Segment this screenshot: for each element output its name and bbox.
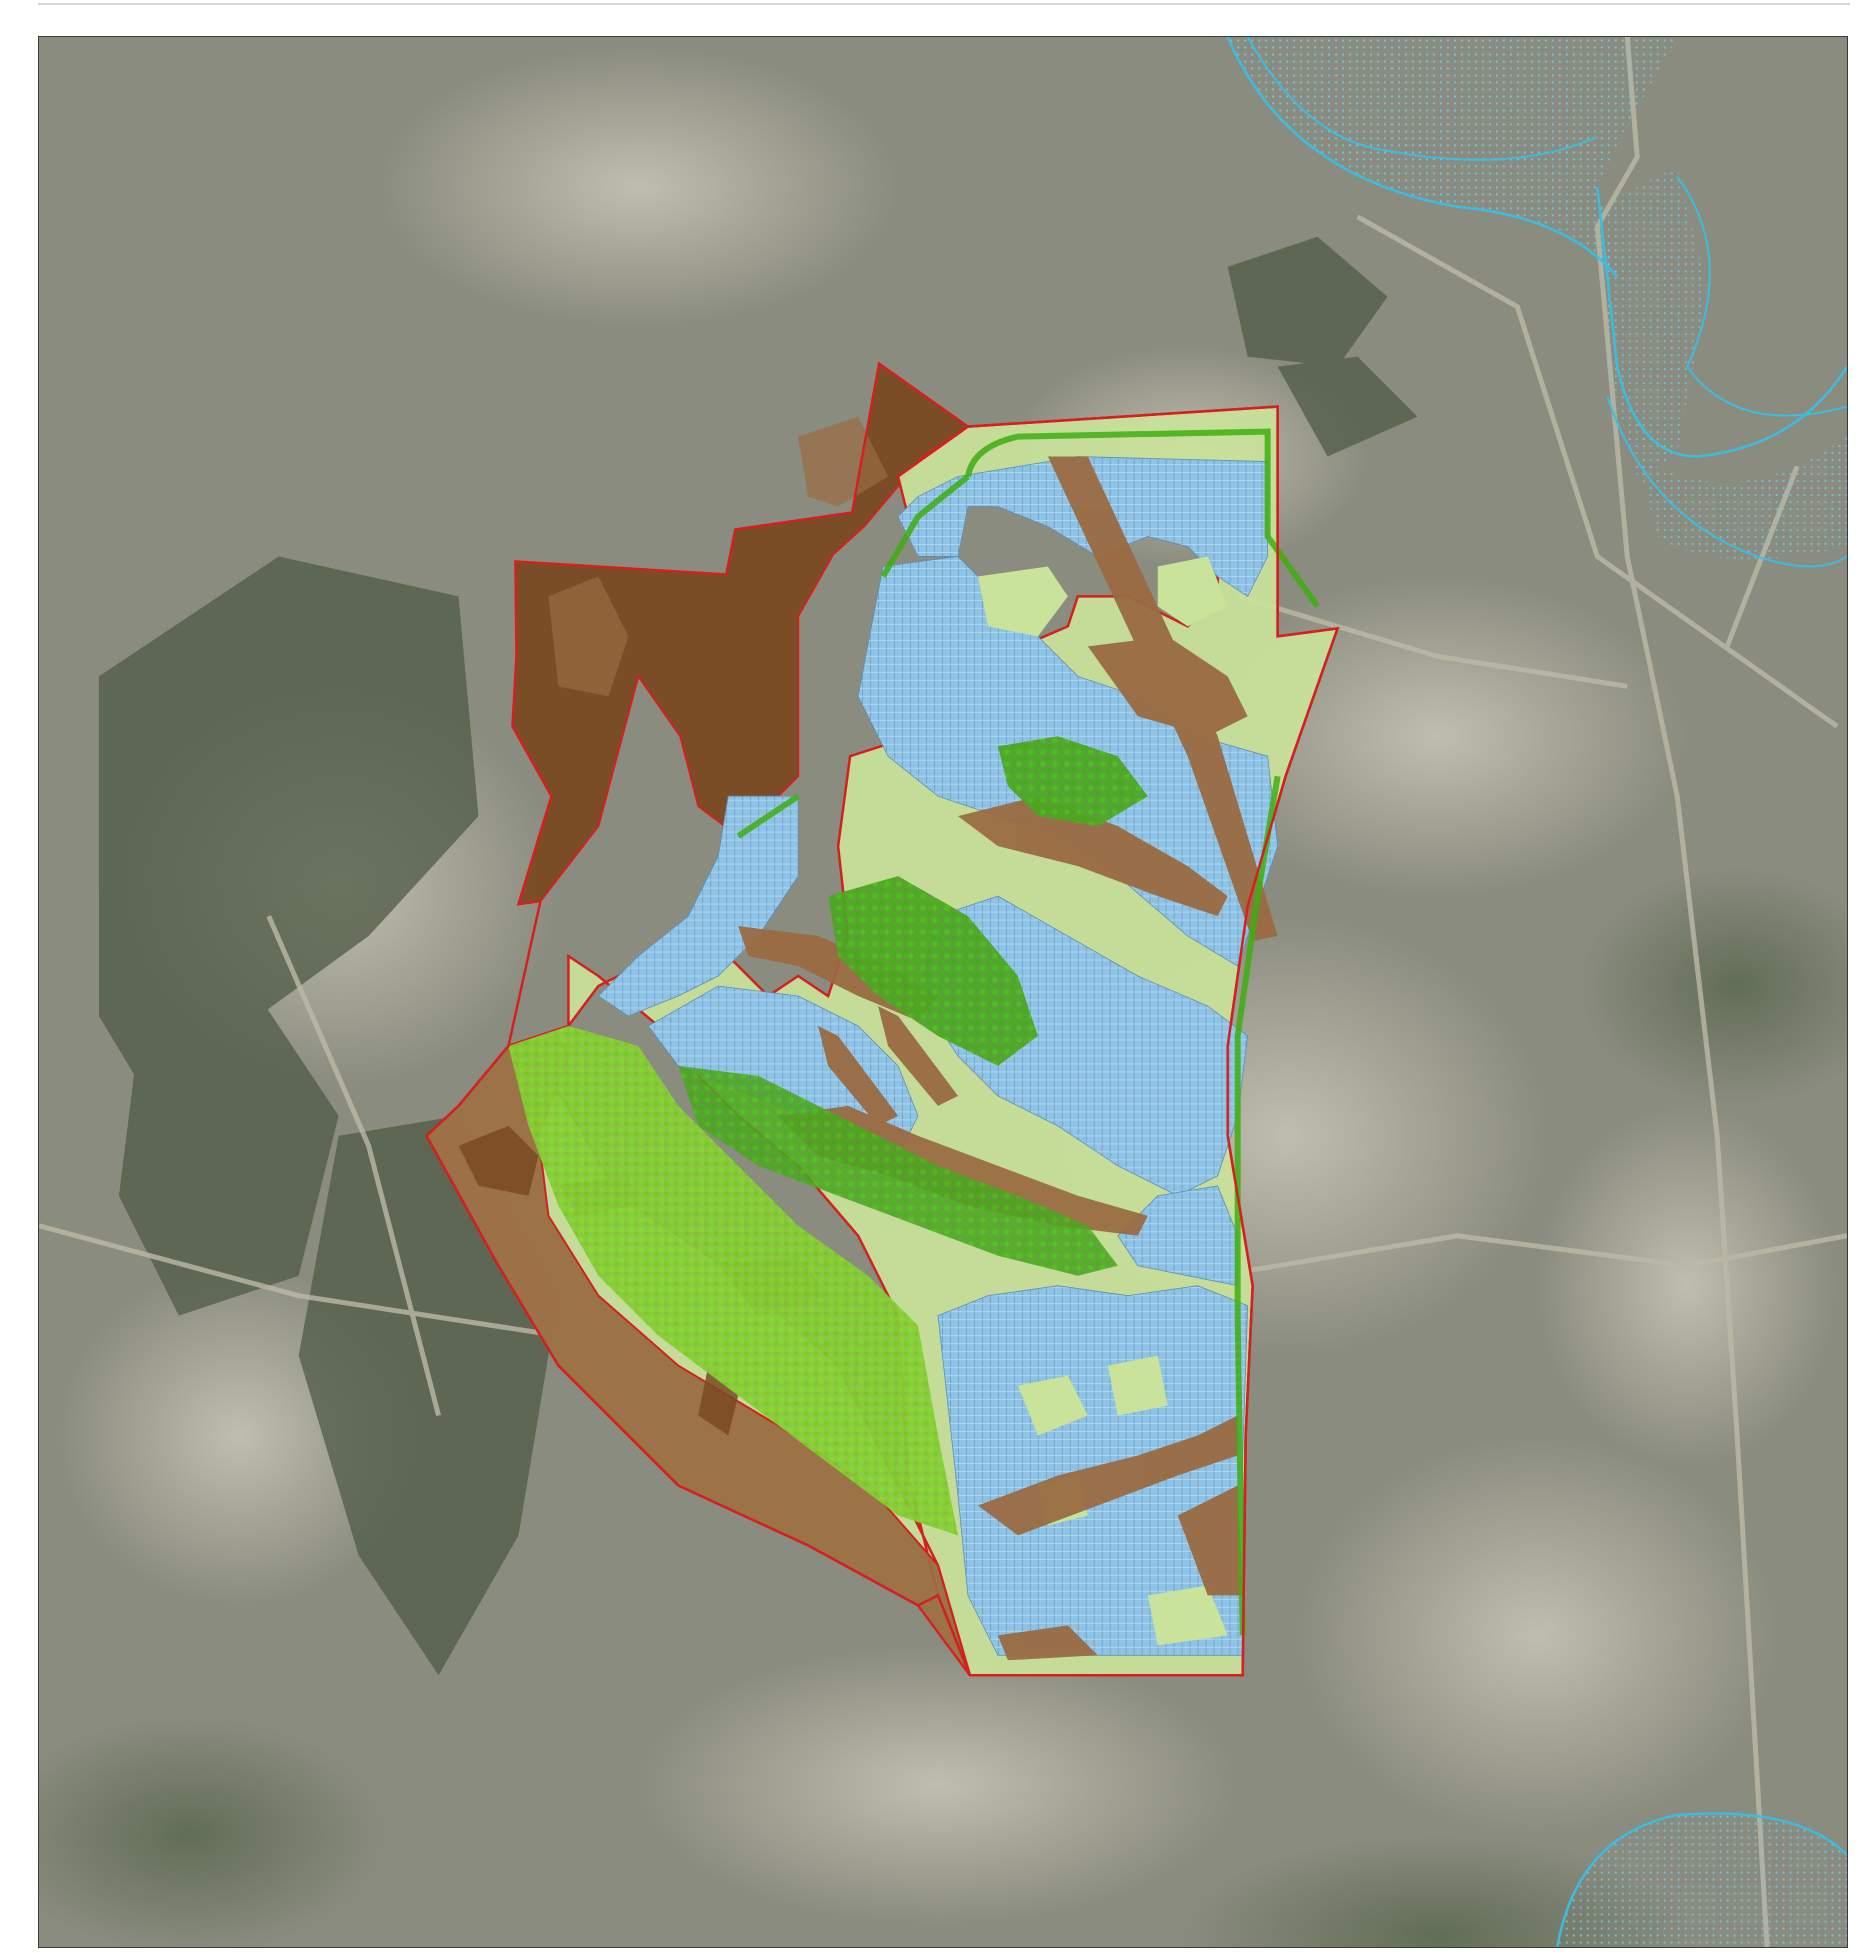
- sheet-top-rule: [38, 3, 1850, 5]
- map-canvas[interactable]: [39, 37, 1847, 1947]
- solar-array-west[interactable]: [597, 795, 799, 1017]
- hydrology-layer: [1226, 37, 1847, 1947]
- project-layers: [425, 361, 1340, 1677]
- basemap-roads: [39, 37, 1847, 1947]
- vegetation-screen-southwest[interactable]: [508, 1025, 958, 1536]
- project-boundary: [425, 361, 1340, 1677]
- perimeter-hedge: [736, 428, 1321, 1636]
- solar-array-southeast[interactable]: [1117, 1185, 1239, 1287]
- vegetation-screen-central[interactable]: [678, 736, 1148, 1276]
- map-frame[interactable]: [38, 36, 1848, 1948]
